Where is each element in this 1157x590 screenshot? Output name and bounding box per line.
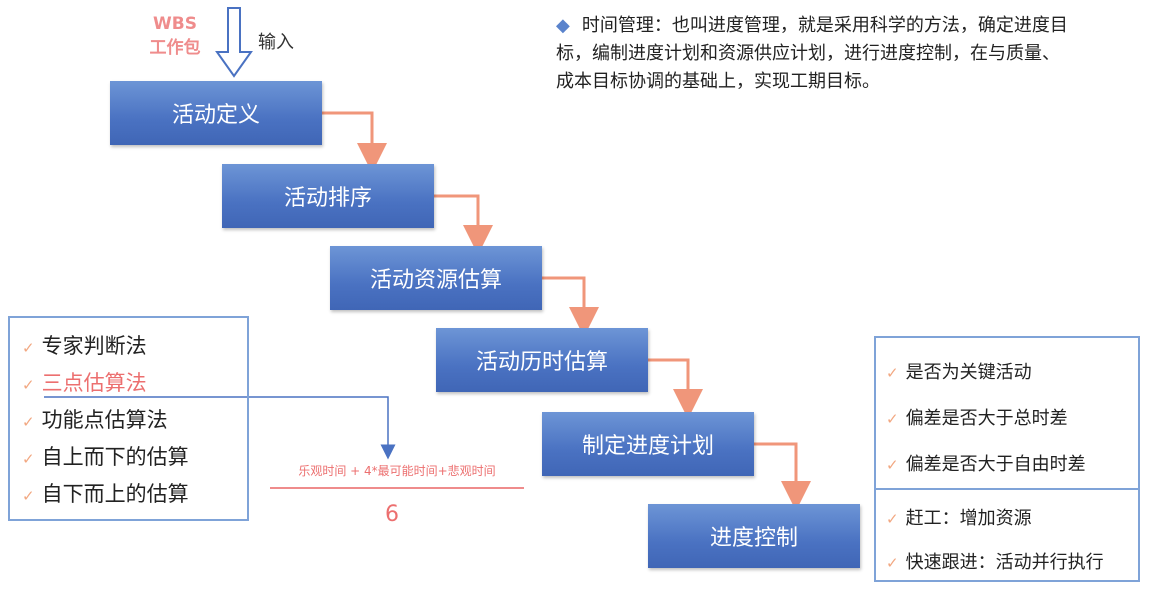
- check-icon: ✓: [886, 554, 899, 572]
- estimation-methods-box: ✓专家判断法 ✓三点估算法 ✓功能点估算法 ✓自上而下的估算 ✓自下而上的估算: [8, 316, 249, 521]
- check-icon: ✓: [22, 339, 35, 357]
- input-label: 输入: [258, 32, 294, 53]
- step-schedule-control: 进度控制: [648, 504, 860, 568]
- step-duration-estimating: 活动历时估算: [436, 328, 648, 392]
- step-schedule-development: 制定进度计划: [542, 412, 754, 476]
- check-icon: ✓: [886, 456, 899, 474]
- control-check-item: ✓偏差是否大于总时差: [886, 408, 1068, 429]
- method-item-highlighted: ✓三点估算法: [22, 371, 147, 395]
- method-item: ✓功能点估算法: [22, 408, 168, 432]
- control-action-item: ✓赶工：增加资源: [886, 508, 1032, 529]
- description-text: 时间管理：也叫进度管理，就是采用科学的方法，确定进度目标，编制进度计划和资源供应…: [556, 15, 1068, 92]
- work-package-label: 工作包: [149, 38, 201, 58]
- wbs-label: WBS: [153, 14, 197, 34]
- check-icon: ✓: [886, 364, 899, 382]
- step-activity-sequencing: 活动排序: [222, 164, 434, 228]
- pert-formula-numerator: 乐观时间 + 4*最可能时间+悲观时间: [270, 462, 524, 489]
- method-item: ✓自下而上的估算: [22, 482, 189, 506]
- connector-2: [434, 194, 493, 255]
- connector-4: [648, 358, 703, 419]
- step-activity-definition: 活动定义: [110, 81, 322, 145]
- diamond-bullet-icon: ◆: [556, 15, 570, 36]
- check-icon: ✓: [22, 450, 35, 468]
- step-resource-estimating: 活动资源估算: [330, 246, 542, 310]
- connector-5: [754, 442, 811, 511]
- time-management-description: ◆时间管理：也叫进度管理，就是采用科学的方法，确定进度目标，编制进度计划和资源供…: [556, 12, 1076, 96]
- method-item: ✓自上而下的估算: [22, 445, 189, 469]
- check-icon: ✓: [22, 413, 35, 431]
- input-arrow: [215, 7, 253, 78]
- check-icon: ✓: [886, 510, 899, 528]
- box-divider: [876, 488, 1138, 490]
- wbs-work-package: WBS 工作包: [140, 12, 210, 60]
- connector-1: [322, 111, 387, 173]
- formula-pointer: [44, 396, 396, 460]
- check-icon: ✓: [886, 410, 899, 428]
- schedule-control-box: ✓是否为关键活动 ✓偏差是否大于总时差 ✓偏差是否大于自由时差 ✓赶工：增加资源…: [874, 336, 1140, 582]
- pert-formula-divisor: 6: [385, 502, 399, 527]
- check-icon: ✓: [22, 376, 35, 394]
- method-item: ✓专家判断法: [22, 334, 147, 358]
- control-check-item: ✓是否为关键活动: [886, 362, 1032, 383]
- control-check-item: ✓偏差是否大于自由时差: [886, 454, 1086, 475]
- control-action-item: ✓快速跟进：活动并行执行: [886, 552, 1104, 573]
- connector-3: [542, 276, 599, 337]
- check-icon: ✓: [22, 487, 35, 505]
